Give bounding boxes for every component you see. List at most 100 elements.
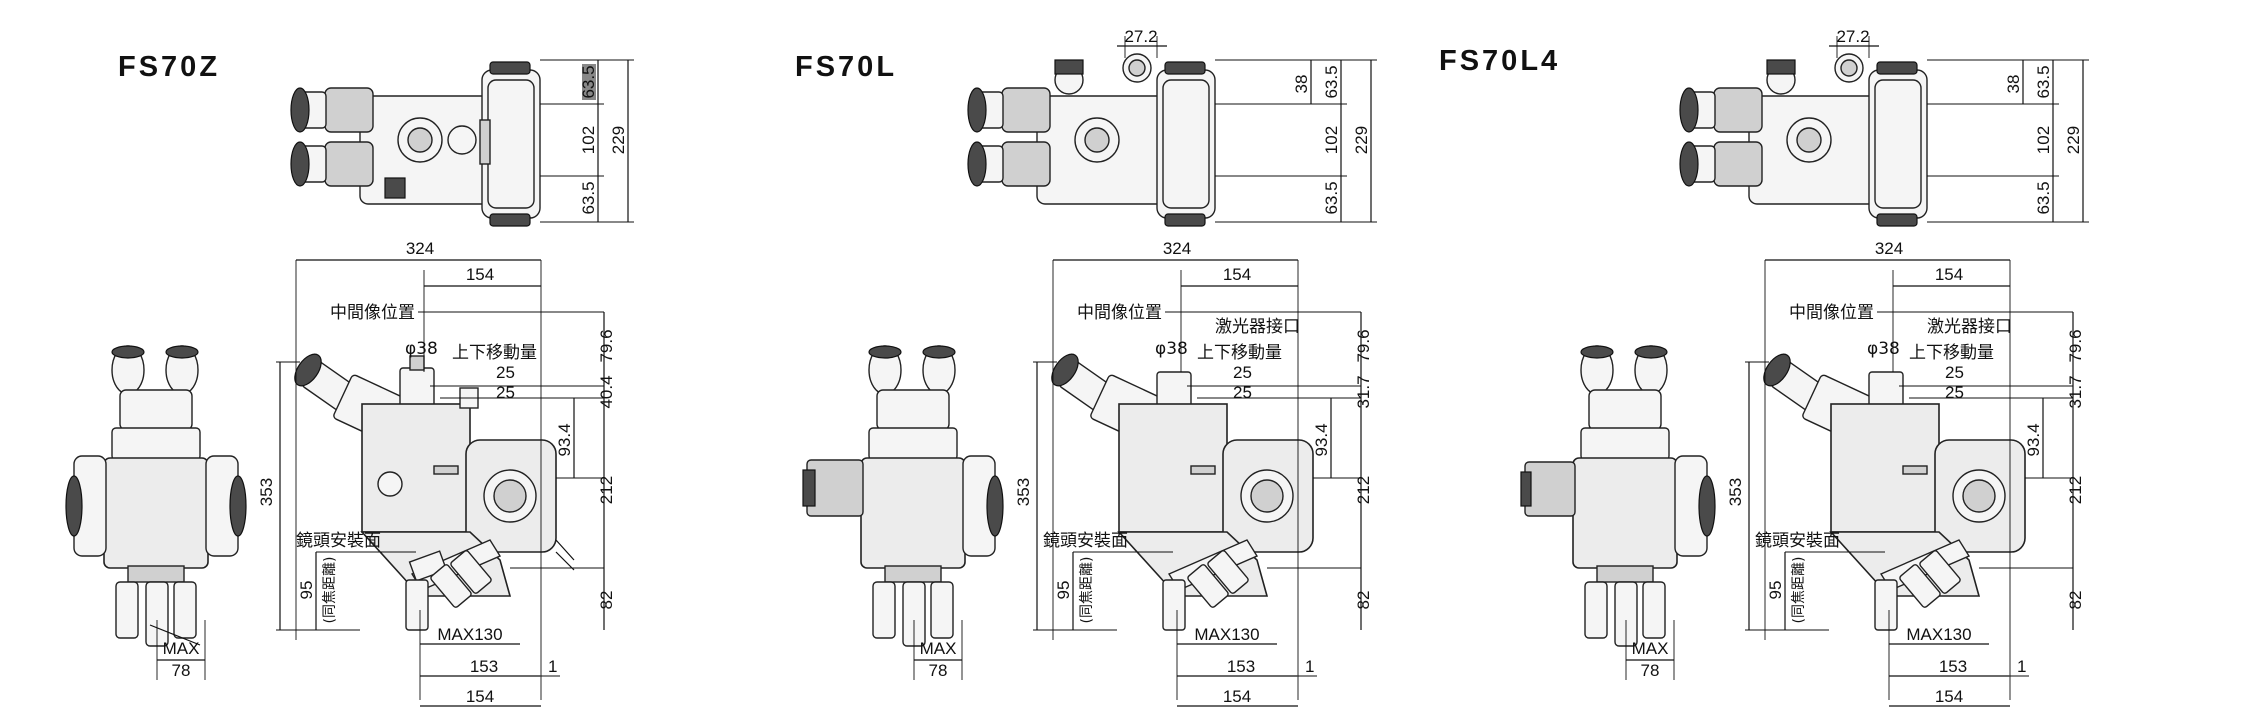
dim-324: 324 — [1163, 239, 1191, 258]
front-max-label: MAX — [920, 639, 957, 658]
intermediate-image-label: 中間像位置 — [1789, 303, 1874, 323]
intermediate-image-label: 中間像位置 — [330, 303, 415, 323]
dim-153: 153 — [470, 657, 498, 676]
dim-353: 353 — [1014, 478, 1033, 506]
front-max-label: MAX — [1632, 639, 1669, 658]
vertical-travel-label: 上下移動量 — [452, 343, 537, 363]
model-title: FS70L4 — [1439, 45, 1560, 77]
dim-1: 1 — [2017, 657, 2026, 676]
dim-154-bottom: 154 — [1935, 687, 1963, 706]
dim-79-6: 79.6 — [2066, 329, 2085, 362]
focal-distance-value: 95 — [297, 581, 316, 600]
dim-38-offset: 38 — [1292, 75, 1311, 94]
dim-153: 153 — [1227, 657, 1255, 676]
dim-27-2: 27.2 — [1124, 27, 1157, 46]
dim-212: 212 — [1354, 476, 1373, 504]
dim-63-5-top: 63.5 — [2034, 65, 2053, 98]
dim-353: 353 — [1726, 478, 1745, 506]
dim-229: 229 — [1352, 126, 1371, 154]
dim-63-5-bottom: 63.5 — [2034, 181, 2053, 214]
dim-max130: MAX130 — [1194, 625, 1259, 644]
mount-face-label: 鏡頭安裝面 — [1043, 531, 1128, 551]
tube-diameter: φ38 — [1155, 339, 1188, 359]
dim-79-6: 79.6 — [597, 329, 616, 362]
travel-up: 25 — [1233, 363, 1252, 382]
laser-port-label: 激光器接口 — [1215, 317, 1300, 337]
top-view — [290, 61, 541, 227]
dim-154-bottom: 154 — [1223, 687, 1251, 706]
tube-diameter: φ38 — [405, 339, 438, 359]
top-view — [967, 53, 1216, 227]
dim-154-top: 154 — [1935, 265, 1963, 284]
front-dimensions: MAX 78 — [156, 620, 206, 680]
model-title: FS70L — [795, 51, 897, 83]
dim-63-5-top: 63.5 — [579, 65, 598, 98]
travel-down: 25 — [496, 383, 515, 402]
dim-102: 102 — [1322, 126, 1341, 154]
side-view — [1763, 353, 2026, 631]
dim-82: 82 — [597, 591, 616, 610]
model-title: FS70Z — [118, 51, 220, 83]
dim-102: 102 — [579, 126, 598, 154]
dim-353: 353 — [257, 478, 276, 506]
front-view — [1520, 345, 1716, 647]
focal-distance-value: 95 — [1766, 581, 1785, 600]
dim-93-4: 93.4 — [555, 423, 574, 456]
top-dimensions: 27.2 38 63.5 102 63.5 229 — [1117, 27, 1377, 223]
dim-63-5-bottom: 63.5 — [1322, 181, 1341, 214]
side-dimensions: 324 154 中間像位置 激光器接口 φ38 上下移動量 25 25 79.6… — [1726, 239, 2085, 707]
dim-63-5-bottom: 63.5 — [579, 181, 598, 214]
dim-154-bottom: 154 — [466, 687, 494, 706]
focal-distance-value: 95 — [1054, 581, 1073, 600]
front-dimensions: MAX 78 — [1625, 620, 1675, 680]
side-dimensions: 324 154 中間像位置 φ38 上下移動量 25 25 79.6 40.4 … — [257, 239, 616, 707]
dim-153: 153 — [1939, 657, 1967, 676]
dim-212: 212 — [597, 476, 616, 504]
front-view — [65, 345, 247, 647]
dim-229: 229 — [2064, 126, 2083, 154]
dim-step: 31.7 — [1354, 375, 1373, 408]
dim-max130: MAX130 — [437, 625, 502, 644]
dim-154-top: 154 — [1223, 265, 1251, 284]
dim-1: 1 — [548, 657, 557, 676]
dim-229: 229 — [609, 126, 628, 154]
top-dimensions: 63.5 102 63.5 229 — [540, 59, 634, 223]
dim-step: 40.4 — [597, 375, 616, 408]
side-view — [1051, 353, 1314, 631]
focal-distance-label: (同焦距離) — [1078, 557, 1095, 624]
top-view — [1679, 53, 1928, 227]
front-view — [802, 345, 1004, 647]
dim-79-6: 79.6 — [1354, 329, 1373, 362]
travel-down: 25 — [1945, 383, 1964, 402]
mount-face-label: 鏡頭安裝面 — [296, 531, 381, 551]
travel-up: 25 — [1945, 363, 1964, 382]
front-max-value: 78 — [1641, 661, 1660, 680]
top-dimensions: 27.2 38 63.5 102 63.5 229 — [1829, 27, 2089, 223]
mount-face-label: 鏡頭安裝面 — [1755, 531, 1840, 551]
vertical-travel-label: 上下移動量 — [1909, 343, 1994, 363]
focal-distance-label: (同焦距離) — [321, 557, 338, 624]
dim-102: 102 — [2034, 126, 2053, 154]
dim-93-4: 93.4 — [2024, 423, 2043, 456]
dim-63-5-top: 63.5 — [1322, 65, 1341, 98]
dim-82: 82 — [1354, 591, 1373, 610]
dim-27-2: 27.2 — [1836, 27, 1869, 46]
dim-max130: MAX130 — [1906, 625, 1971, 644]
side-dimensions: 324 154 中間像位置 激光器接口 φ38 上下移動量 25 25 79.6… — [1014, 239, 1373, 707]
travel-up: 25 — [496, 363, 515, 382]
dim-step: 31.7 — [2066, 375, 2085, 408]
dim-324: 324 — [1875, 239, 1903, 258]
front-dimensions: MAX 78 — [913, 620, 963, 680]
vertical-travel-label: 上下移動量 — [1197, 343, 1282, 363]
side-view — [294, 353, 575, 631]
travel-down: 25 — [1233, 383, 1252, 402]
intermediate-image-label: 中間像位置 — [1077, 303, 1162, 323]
tube-diameter: φ38 — [1867, 339, 1900, 359]
dim-82: 82 — [2066, 591, 2085, 610]
front-max-value: 78 — [929, 661, 948, 680]
laser-port-label: 激光器接口 — [1927, 317, 2012, 337]
